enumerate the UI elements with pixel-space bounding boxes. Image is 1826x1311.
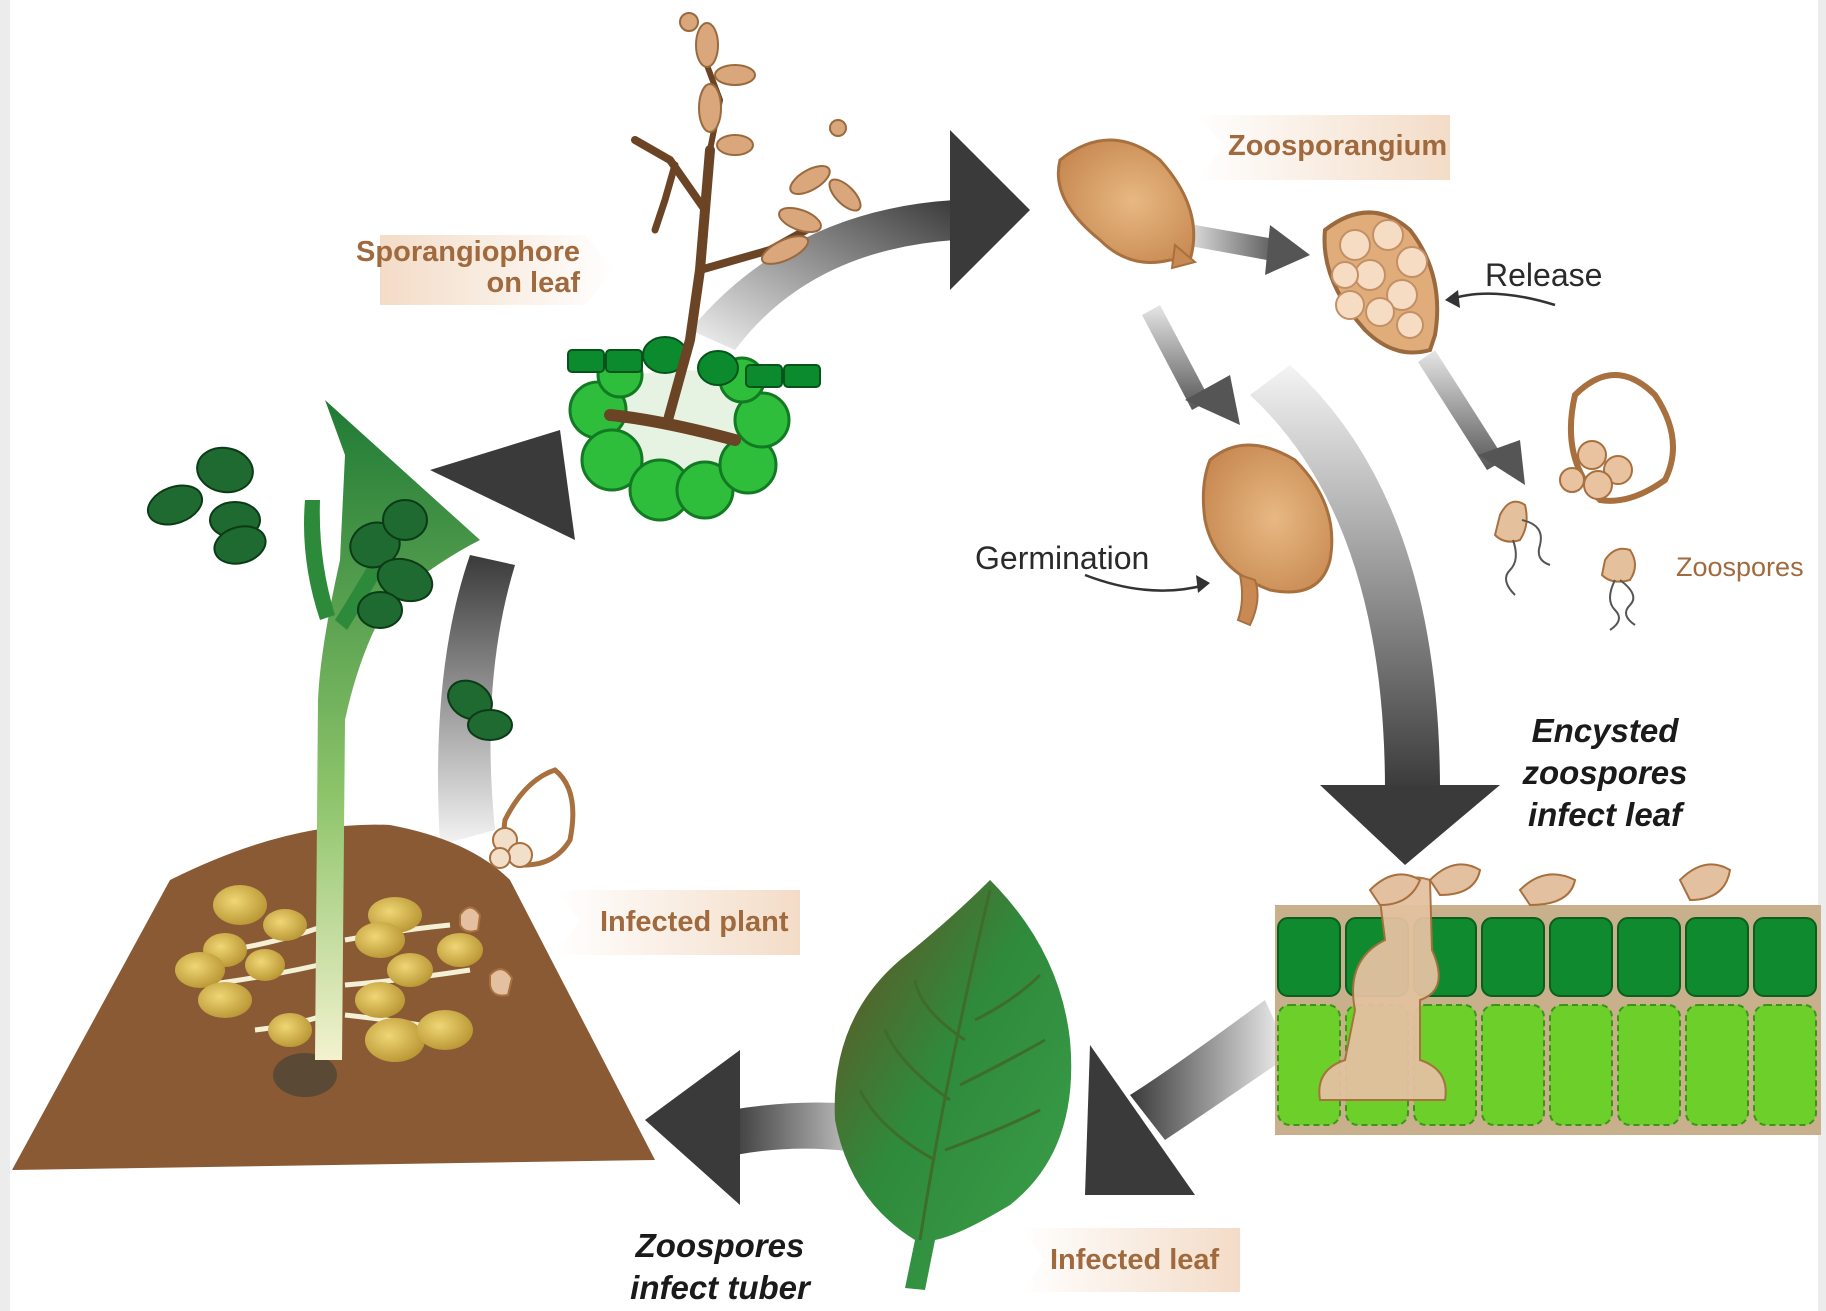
germination-pointer-head xyxy=(1196,575,1210,593)
releasing-sporangium xyxy=(1325,213,1438,353)
zoospores-infect-tuber-label: Zoospores infect tuber xyxy=(600,1225,840,1309)
cycle-arrow-top xyxy=(690,130,1030,350)
zoosporangium-label: Zoosporangium xyxy=(1228,131,1447,162)
arrow-to-zoospores xyxy=(1418,350,1525,485)
leaf-cross-section xyxy=(1275,864,1821,1135)
release-label: Release xyxy=(1485,257,1602,294)
release-pointer-head xyxy=(1445,290,1460,308)
encysted-label-line1: Encysted xyxy=(1495,710,1715,752)
encysted-label-line2: zoospores xyxy=(1495,752,1715,794)
germination-pointer xyxy=(1085,575,1205,591)
infect-tuber-label-line1: Zoospores xyxy=(600,1225,840,1267)
sporangiophore-label-line1: Sporangiophore xyxy=(350,237,580,268)
sporangiophore-label: Sporangiophore on leaf xyxy=(350,237,580,299)
infected-plant-label: Infected plant xyxy=(600,907,789,938)
infect-tuber-label-line2: infect tuber xyxy=(600,1267,840,1309)
arrow-to-germination xyxy=(1142,305,1240,425)
zoospore-cells xyxy=(1495,502,1635,582)
sporangiophore-label-line2: on leaf xyxy=(350,268,580,299)
arrow-to-release xyxy=(1190,225,1310,275)
empty-sporangium xyxy=(1560,375,1673,501)
germination-label: Germination xyxy=(975,540,1149,577)
encysted-label-line3: infect leaf xyxy=(1495,794,1715,836)
infected-leaf-label: Infected leaf xyxy=(1050,1245,1219,1276)
zoospores-label: Zoospores xyxy=(1676,552,1804,583)
cycle-arrow-left-up xyxy=(430,430,575,845)
encysted-zoospores-label: Encysted zoospores infect leaf xyxy=(1495,710,1715,836)
zoosporangium-spore xyxy=(1058,140,1195,268)
cycle-arrow-bottom-right xyxy=(1085,1000,1290,1195)
cycle-arrow-right xyxy=(1250,365,1500,865)
release-pointer xyxy=(1448,294,1555,305)
